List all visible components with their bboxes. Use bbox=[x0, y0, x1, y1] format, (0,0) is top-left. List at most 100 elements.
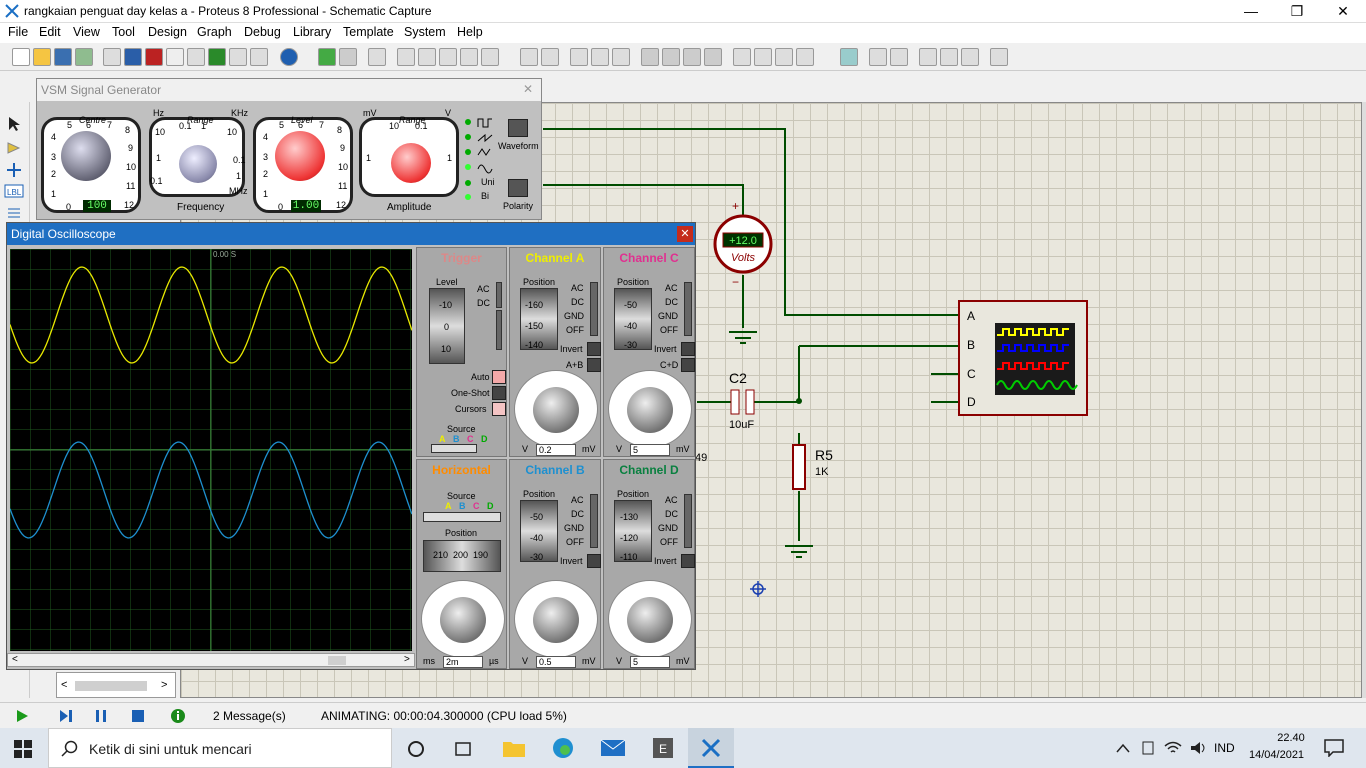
trigger-source-slider[interactable] bbox=[431, 444, 477, 453]
menu-file[interactable]: File bbox=[8, 25, 29, 39]
channel-c-invert-button[interactable] bbox=[681, 342, 695, 356]
bom-icon[interactable] bbox=[229, 48, 247, 66]
waveform-button[interactable] bbox=[508, 119, 528, 137]
minimize-button[interactable]: — bbox=[1244, 3, 1258, 19]
home-icon[interactable] bbox=[103, 48, 121, 66]
block-rotate-icon[interactable] bbox=[683, 48, 701, 66]
channel-a-coupling-switch[interactable] bbox=[590, 282, 598, 336]
frequency-range-knob[interactable] bbox=[179, 145, 217, 183]
import-icon[interactable] bbox=[75, 48, 93, 66]
zoom-area-icon[interactable] bbox=[481, 48, 499, 66]
menu-library[interactable]: Library bbox=[293, 25, 332, 39]
paste-icon[interactable] bbox=[612, 48, 630, 66]
close-button[interactable]: ✕ bbox=[1337, 3, 1349, 19]
wifi-icon[interactable] bbox=[1164, 740, 1182, 756]
channel-d-invert-button[interactable] bbox=[681, 554, 695, 568]
channel-a-volts-knob[interactable] bbox=[533, 387, 579, 433]
scope-scroll-right-icon[interactable]: > bbox=[404, 654, 410, 665]
exit-parent-icon[interactable] bbox=[961, 48, 979, 66]
select-mode-icon[interactable] bbox=[6, 116, 22, 132]
new-file-icon[interactable] bbox=[12, 48, 30, 66]
task-view-icon[interactable] bbox=[453, 739, 473, 759]
gerber-icon[interactable] bbox=[187, 48, 205, 66]
channel-c-volts-field[interactable]: 5 bbox=[630, 444, 670, 456]
remove-sheet-icon[interactable] bbox=[940, 48, 958, 66]
isis-icon[interactable] bbox=[124, 48, 142, 66]
proteus-taskbar-button[interactable] bbox=[688, 728, 734, 768]
channel-a-position-slider[interactable] bbox=[520, 288, 558, 350]
oscilloscope-titlebar[interactable]: Digital Oscilloscope ✕ bbox=[7, 223, 695, 245]
scope-scroll-thumb[interactable] bbox=[328, 656, 346, 665]
trigger-edge-switch[interactable] bbox=[496, 310, 502, 350]
auto-button[interactable] bbox=[492, 370, 506, 384]
block-move-icon[interactable] bbox=[662, 48, 680, 66]
trigger-coupling-switch[interactable] bbox=[496, 282, 502, 308]
polarity-button[interactable] bbox=[508, 179, 528, 197]
horizontal-time-field[interactable]: 2m bbox=[443, 656, 483, 668]
oscilloscope-close-button[interactable]: ✕ bbox=[677, 226, 693, 242]
channel-b-position-slider[interactable] bbox=[520, 500, 558, 562]
notifications-icon[interactable] bbox=[1324, 739, 1344, 757]
app-e-icon[interactable]: E bbox=[652, 737, 674, 759]
channel-b-invert-button[interactable] bbox=[587, 554, 601, 568]
taskbar-search-box[interactable]: Ketik di sini untuk mencari bbox=[48, 728, 392, 768]
scope-screen[interactable]: 0.00 S bbox=[9, 249, 413, 651]
channel-a-invert-button[interactable] bbox=[587, 342, 601, 356]
pan-icon[interactable] bbox=[397, 48, 415, 66]
channel-d-coupling-switch[interactable] bbox=[684, 494, 692, 548]
channel-b-coupling-switch[interactable] bbox=[590, 494, 598, 548]
channel-d-position-slider[interactable] bbox=[614, 500, 652, 562]
redo-icon[interactable] bbox=[541, 48, 559, 66]
design-explorer-icon[interactable] bbox=[208, 48, 226, 66]
wire-label-icon[interactable]: LBL bbox=[4, 184, 24, 198]
menu-tool[interactable]: Tool bbox=[112, 25, 135, 39]
open-folder-icon[interactable] bbox=[33, 48, 51, 66]
undo-icon[interactable] bbox=[520, 48, 538, 66]
channel-a-sum-button[interactable] bbox=[587, 358, 601, 372]
capacitor-c2[interactable] bbox=[730, 389, 740, 415]
file-explorer-icon[interactable] bbox=[502, 738, 526, 758]
maximize-button[interactable]: ❐ bbox=[1290, 3, 1304, 19]
channel-a-volts-field[interactable]: 0.2 bbox=[536, 444, 576, 456]
source-code-icon[interactable] bbox=[250, 48, 268, 66]
amplitude-range-knob[interactable] bbox=[391, 143, 431, 183]
play-icon[interactable] bbox=[14, 708, 30, 724]
menu-template[interactable]: Template bbox=[343, 25, 394, 39]
menu-view[interactable]: View bbox=[73, 25, 100, 39]
menu-debug[interactable]: Debug bbox=[244, 25, 281, 39]
clock-date[interactable]: 14/04/2021 bbox=[1249, 749, 1305, 761]
cortana-icon[interactable] bbox=[406, 739, 426, 759]
channel-d-volts-knob[interactable] bbox=[627, 597, 673, 643]
resistor-r5[interactable] bbox=[792, 444, 806, 490]
channel-c-sum-button[interactable] bbox=[681, 358, 695, 372]
info-icon[interactable] bbox=[170, 708, 186, 724]
one-shot-button[interactable] bbox=[492, 386, 506, 400]
cursors-button[interactable] bbox=[492, 402, 506, 416]
scope-horizontal-scrollbar[interactable]: < > bbox=[7, 653, 415, 667]
horizontal-position-slider[interactable] bbox=[423, 540, 501, 572]
property-tool-icon[interactable] bbox=[890, 48, 908, 66]
windows-start-icon[interactable] bbox=[14, 740, 32, 758]
stop-icon[interactable] bbox=[130, 708, 146, 724]
copy-icon[interactable] bbox=[591, 48, 609, 66]
level-knob[interactable] bbox=[275, 131, 325, 181]
show-hidden-icons[interactable] bbox=[1116, 742, 1130, 754]
ares-icon[interactable] bbox=[145, 48, 163, 66]
scroll-thumb[interactable] bbox=[75, 681, 147, 691]
menu-graph[interactable]: Graph bbox=[197, 25, 232, 39]
cut-icon[interactable] bbox=[570, 48, 588, 66]
scroll-left-icon[interactable]: < bbox=[61, 679, 68, 691]
centre-knob[interactable] bbox=[61, 131, 111, 181]
grid-icon[interactable] bbox=[339, 48, 357, 66]
edge-browser-icon[interactable] bbox=[552, 737, 574, 759]
zoom-in-icon[interactable] bbox=[418, 48, 436, 66]
menu-help[interactable]: Help bbox=[457, 25, 483, 39]
input-language[interactable]: IND bbox=[1214, 741, 1235, 755]
menu-design[interactable]: Design bbox=[148, 25, 187, 39]
mail-icon[interactable] bbox=[600, 738, 626, 758]
block-delete-icon[interactable] bbox=[704, 48, 722, 66]
menu-edit[interactable]: Edit bbox=[39, 25, 61, 39]
messages-count[interactable]: 2 Message(s) bbox=[213, 709, 286, 723]
pause-icon[interactable] bbox=[93, 708, 109, 724]
pick-device-icon[interactable] bbox=[733, 48, 751, 66]
